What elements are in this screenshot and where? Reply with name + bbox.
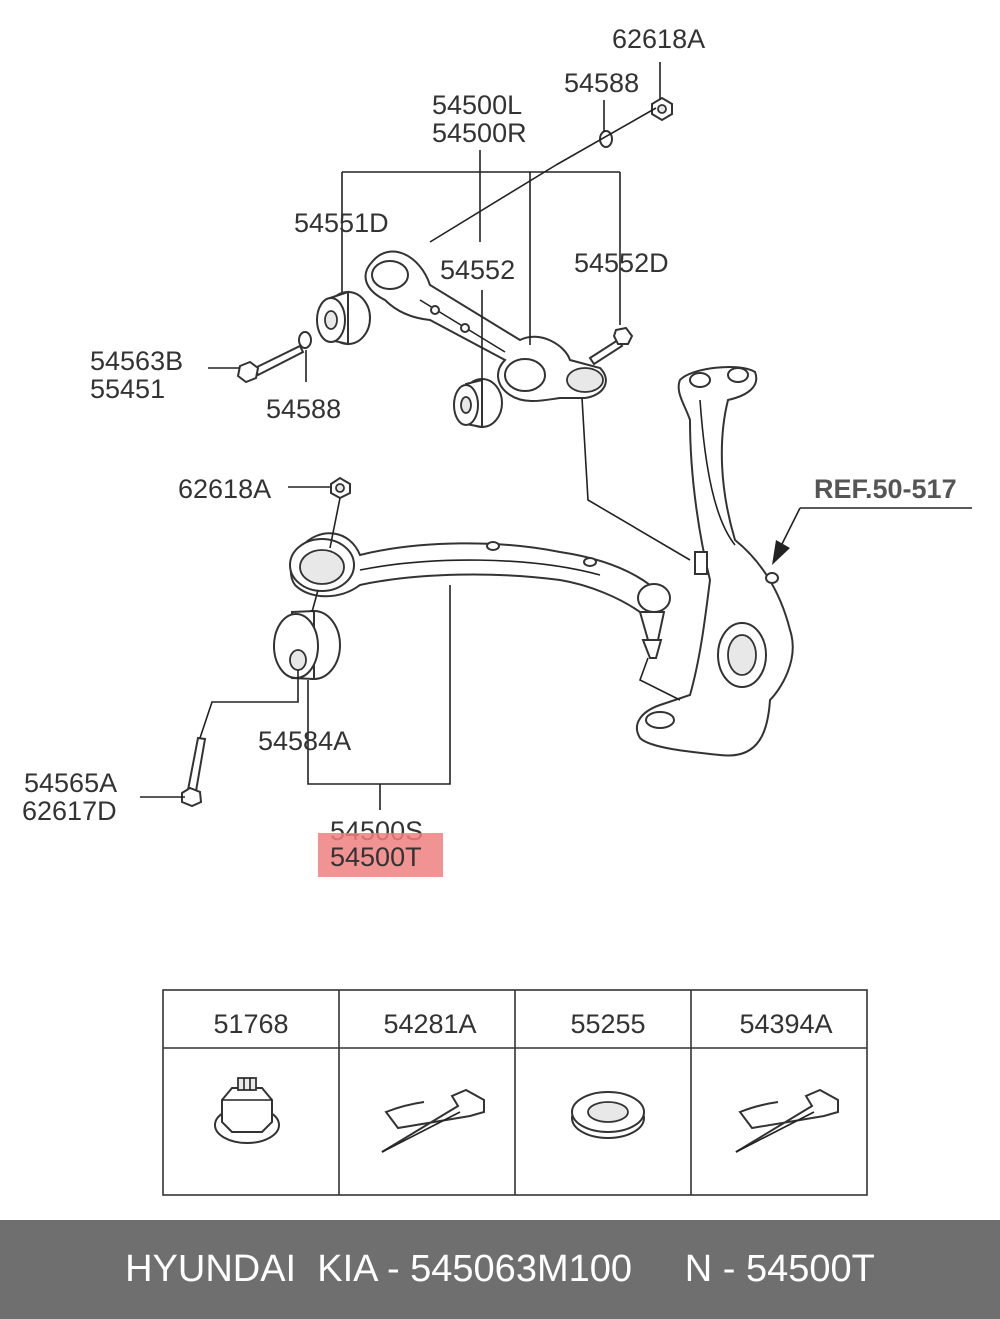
callout-54565a: 54565A <box>24 768 117 798</box>
callout-54551d: 54551D <box>294 208 389 238</box>
footer-text: HYUNDAI KIA - 545063M100 N - 54500T <box>125 1248 875 1290</box>
callout-54552d: 54552D <box>574 248 669 278</box>
leader-lines <box>140 62 972 810</box>
callout-54588-front: 54588 <box>266 394 341 424</box>
front-bushing-icon <box>316 290 371 346</box>
callout-ref[interactable]: REF.50-517 <box>814 474 957 504</box>
callout-54588-top: 54588 <box>564 68 639 98</box>
callout-62618a-lower: 62618A <box>178 474 271 504</box>
cotter-pin-icon-2 <box>735 1088 839 1153</box>
castle-nut-icon <box>214 1077 280 1144</box>
callout-54584a: 54584A <box>258 726 351 756</box>
table-part-number-1: 51768 <box>213 1009 288 1039</box>
callout-54500t: 54500T <box>330 842 422 872</box>
table-part-number-4: 54394A <box>739 1009 832 1039</box>
callout-54563b: 54563B <box>90 346 183 376</box>
callout-62618a-top: 62618A <box>612 24 705 54</box>
top-nut-icon <box>651 96 673 122</box>
callout-54552: 54552 <box>440 255 515 285</box>
highlight-box <box>318 833 443 877</box>
callout-labels: 62618A 54588 54500L 54500R 54551D 54552 … <box>22 24 957 877</box>
cotter-pin-icon-1 <box>381 1088 485 1153</box>
callout-62617d: 62617D <box>22 796 117 826</box>
callout-54500l: 54500L <box>432 90 522 120</box>
upper-control-arm <box>236 96 673 429</box>
lower-control-arm <box>181 476 671 808</box>
lower-bolt-icon <box>181 736 207 808</box>
parts-table: 51768 54281A 55255 54394A <box>162 989 868 1196</box>
washer-icon <box>571 1091 645 1139</box>
callout-55451: 55451 <box>90 374 165 404</box>
ref-arrow-icon <box>772 540 790 565</box>
lower-bushing-icon <box>273 609 341 681</box>
ball-joint-icon <box>637 583 671 659</box>
steering-knuckle <box>635 366 794 757</box>
front-bolt-icon <box>236 331 312 384</box>
rear-bolt-icon <box>588 326 634 366</box>
callout-54500r: 54500R <box>432 118 527 148</box>
lower-nut-icon <box>330 476 351 500</box>
rear-bushing-icon <box>453 378 503 429</box>
table-part-number-3: 55255 <box>570 1009 645 1039</box>
parts-diagram: 62618A 54588 54500L 54500R 54551D 54552 … <box>22 24 972 1196</box>
table-part-number-2: 54281A <box>383 1009 476 1039</box>
footer-bar: HYUNDAI KIA - 545063M100 N - 54500T <box>0 1220 1000 1319</box>
